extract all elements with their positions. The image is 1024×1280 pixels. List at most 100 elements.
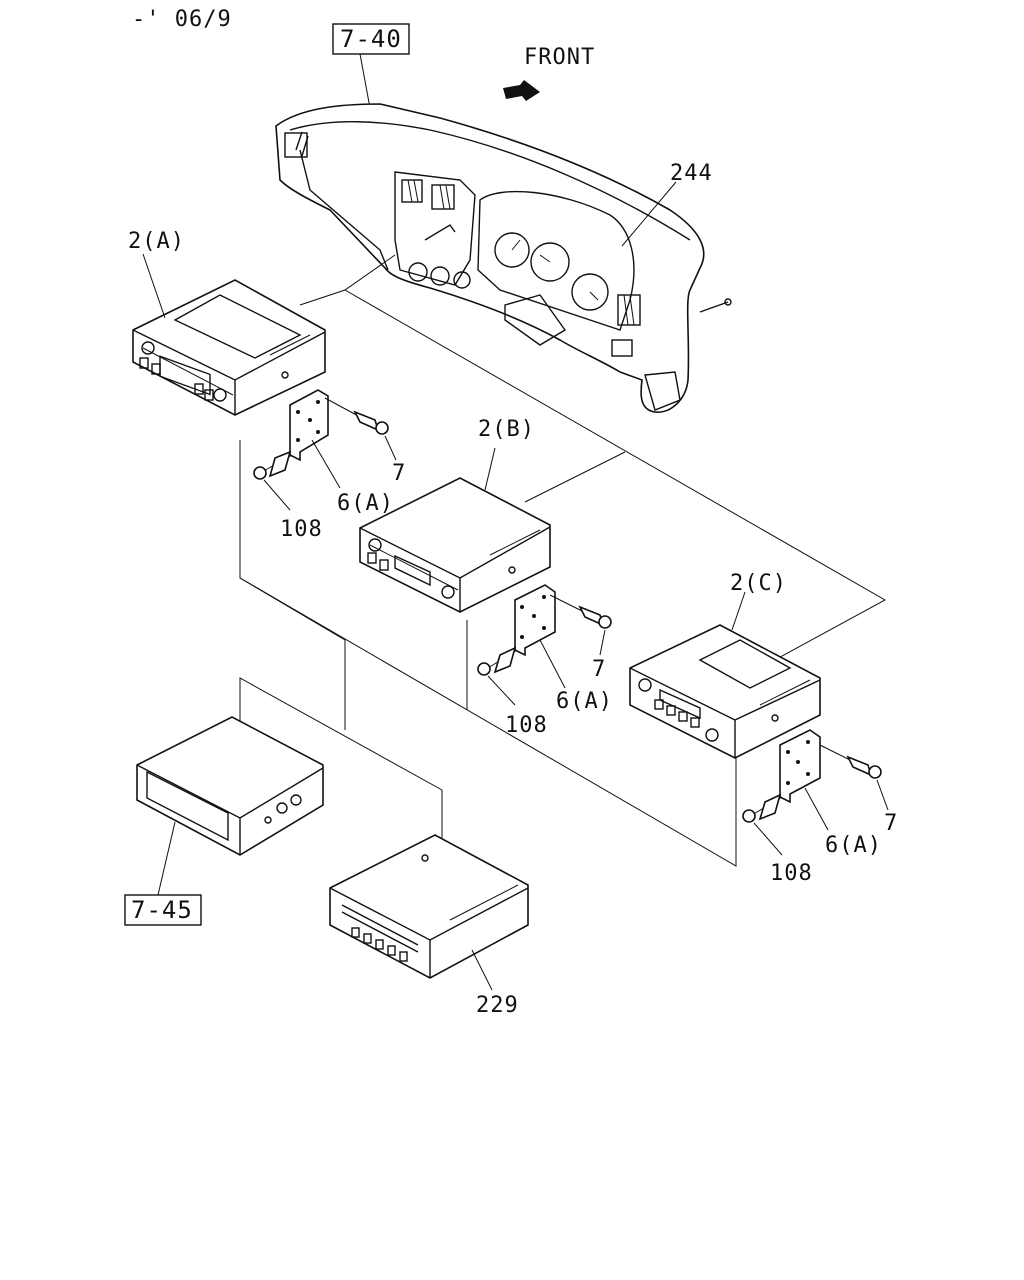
bracket-hole	[296, 438, 300, 442]
radio-2a-face-line	[142, 347, 234, 396]
radio-2a-button	[194, 383, 204, 395]
switch-panel	[611, 339, 633, 357]
bracket-hole	[786, 750, 790, 754]
radio-connector-cable	[424, 224, 456, 241]
pocket-opening	[146, 770, 229, 842]
unit-229-hole	[421, 854, 429, 862]
unit-229[interactable]	[329, 834, 529, 979]
callout-108-second: 108	[505, 713, 548, 738]
hvac-knob-left	[408, 262, 428, 282]
reference-box-frame	[332, 23, 410, 55]
radio-2c-knob	[705, 728, 719, 742]
gauge-needle	[511, 239, 521, 251]
radio-2c-top-label	[698, 639, 792, 689]
reference-box-frame	[124, 894, 202, 926]
vent-slat	[445, 185, 451, 210]
radio-unit-2a[interactable]	[132, 279, 326, 416]
line-2b-up	[524, 451, 626, 503]
radio-2c-display	[659, 688, 701, 720]
storage-pocket[interactable]	[136, 716, 324, 856]
front-arrow-icon	[503, 80, 540, 101]
radio-unit-2c[interactable]	[629, 624, 821, 759]
reference-box-label: 7-40	[340, 25, 402, 53]
radio-2a-knob	[213, 388, 227, 402]
vent-slat	[629, 295, 635, 326]
callout-229: 229	[476, 993, 519, 1018]
radio-2a-button	[151, 363, 161, 375]
screw-7-second[interactable]	[549, 594, 612, 629]
radio-2a-top-label	[173, 294, 302, 359]
unit-229-button	[363, 933, 372, 944]
screw-108-third[interactable]	[742, 793, 783, 823]
radio-2b-button	[367, 552, 377, 564]
bracket-6a-third[interactable]	[779, 729, 821, 804]
leader-7-third	[876, 779, 889, 811]
screw-7-third[interactable]	[819, 744, 882, 779]
vent-slat	[439, 184, 445, 210]
left-vent-slats	[295, 131, 309, 157]
radio-2c-knob	[638, 678, 652, 692]
radio-2b-button	[379, 559, 389, 571]
radio-2a-button	[204, 389, 214, 401]
radio-2b-side-line	[489, 529, 541, 556]
radio-2c-button	[678, 711, 688, 722]
screw-head	[742, 809, 756, 823]
reference-box-7-45[interactable]: 7-45	[124, 894, 202, 926]
radio-2c-button	[666, 705, 676, 716]
bracket-hole	[308, 418, 312, 422]
pocket-clip	[276, 802, 288, 814]
front-direction: FRONT	[503, 45, 594, 101]
bracket-hole	[806, 772, 810, 776]
callout-6a-second: 6(A)	[556, 689, 613, 714]
gauge-needle	[539, 254, 551, 263]
bracket-hole	[316, 430, 320, 434]
callout-7-third: 7	[884, 811, 898, 836]
bracket-hole	[542, 595, 546, 599]
unit-229-button	[351, 927, 360, 938]
screw-thread	[493, 646, 517, 674]
date-code: -' 06/9	[132, 7, 232, 32]
unit-229-button	[399, 951, 408, 962]
radio-2c-button	[654, 699, 664, 710]
bracket-hole	[532, 614, 536, 618]
leader-6a-second	[539, 639, 566, 689]
callout-244: 244	[670, 161, 713, 186]
vent-slat	[623, 294, 629, 326]
bracket-hole	[786, 781, 790, 785]
screw-thread	[268, 450, 292, 478]
screw-head	[598, 615, 612, 629]
callout-7-first: 7	[392, 461, 406, 486]
leader-2a	[142, 253, 166, 319]
callout-2a: 2(A)	[128, 229, 185, 254]
steering-column-cover	[504, 294, 567, 346]
vent-slat	[407, 179, 413, 203]
screw-108-first[interactable]	[253, 450, 293, 480]
pocket-hole	[264, 816, 272, 824]
radio-unit-2b[interactable]	[359, 477, 551, 613]
bracket-hole	[796, 760, 800, 764]
vent-slat	[413, 179, 419, 203]
radio-2b-display	[394, 554, 431, 587]
screw-108-second[interactable]	[477, 646, 518, 676]
unit-229-slot-lower	[341, 911, 419, 953]
assembly-lines	[239, 254, 887, 880]
leader-6a-first	[311, 439, 341, 489]
screw-head	[477, 662, 491, 676]
leader-7-second	[599, 629, 606, 656]
bracket-hole	[542, 626, 546, 630]
bracket-hole	[520, 605, 524, 609]
radio-2a-knob	[141, 341, 155, 355]
reference-box-7-40[interactable]: 7-40	[332, 23, 410, 55]
screw-7-first[interactable]	[324, 397, 389, 435]
screw-head	[253, 466, 267, 480]
fuel-gauge	[571, 273, 609, 311]
dashboard-assembly[interactable]	[275, 103, 732, 413]
radio-2a-body	[132, 279, 326, 416]
screw-head	[375, 421, 389, 435]
pocket-body	[136, 716, 324, 856]
gauge-needle	[589, 291, 599, 301]
bracket-6a-first[interactable]	[289, 389, 329, 462]
callout-7-second: 7	[592, 657, 606, 682]
bracket-6a-second[interactable]	[514, 584, 556, 657]
